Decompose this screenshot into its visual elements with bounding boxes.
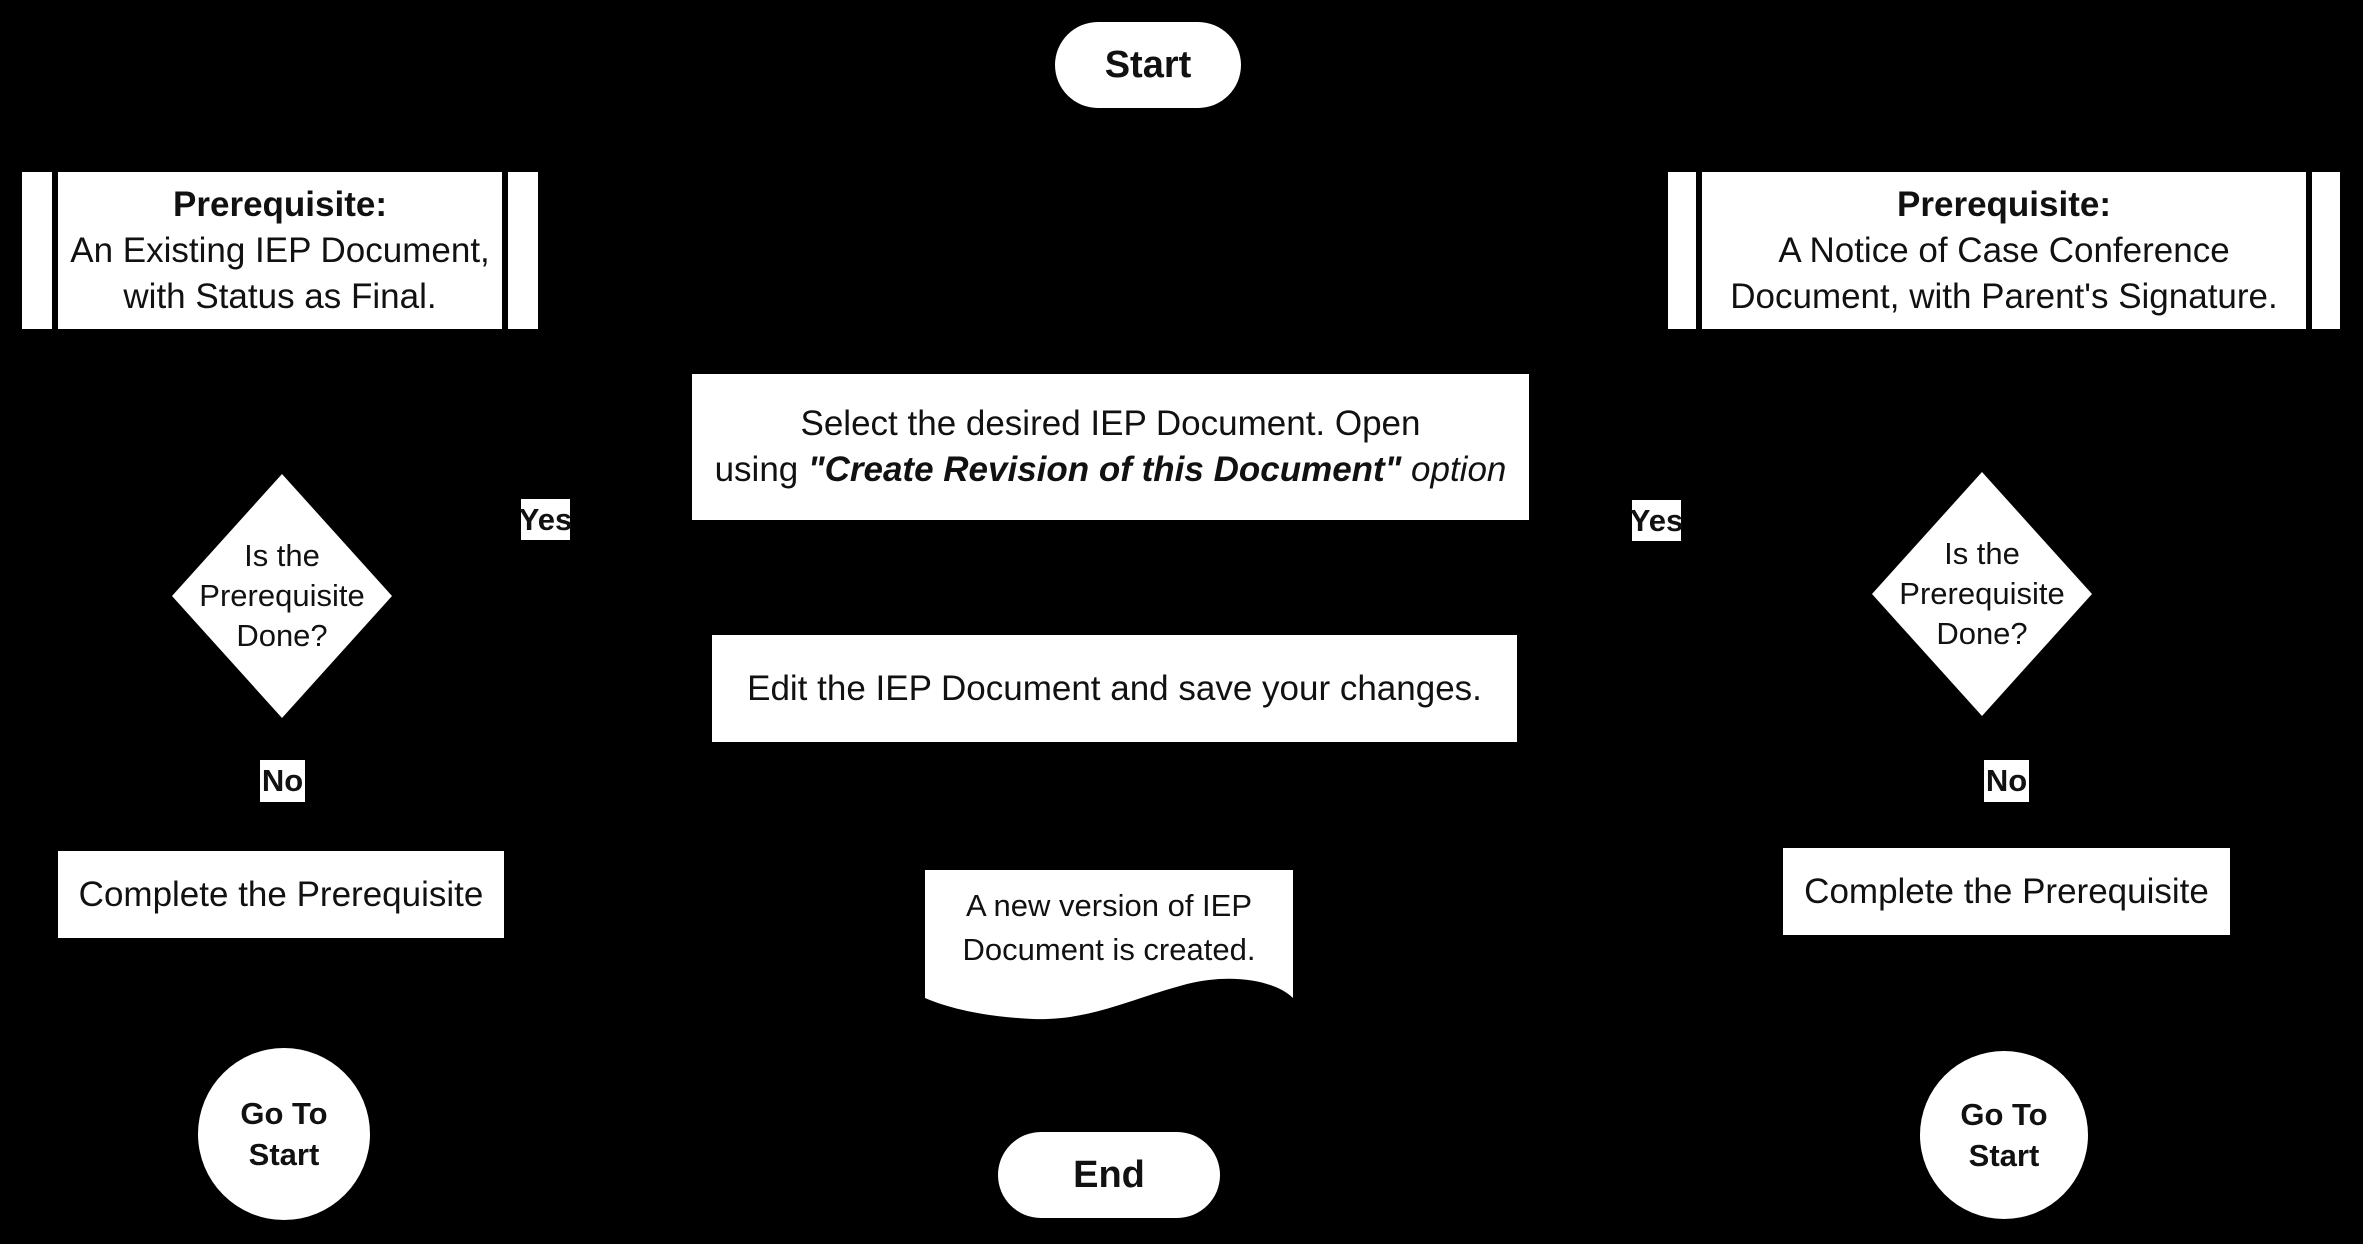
prerequisite-left-line1: An Existing IEP Document, <box>70 230 490 270</box>
goto-start-left-node: Go To Start <box>198 1048 370 1220</box>
yes-label-left: Yes <box>519 499 572 540</box>
document-shape-outline <box>925 870 1293 1020</box>
decision-right-line3: Done? <box>1936 616 2028 651</box>
prerequisite-right-line2: Document, with Parent's Signature. <box>1730 276 2278 316</box>
edit-document-step-node: Edit the IEP Document and save your chan… <box>712 635 1517 742</box>
predefined-process-bar-left <box>1696 172 1702 329</box>
goto-start-left-line1: Go To <box>240 1096 328 1131</box>
complete-prerequisite-right-node: Complete the Prerequisite <box>1783 848 2230 935</box>
complete-prerequisite-left-node: Complete the Prerequisite <box>58 851 504 938</box>
goto-start-left-line2: Start <box>248 1137 320 1172</box>
prerequisite-right-line1: A Notice of Case Conference <box>1778 230 2230 270</box>
predefined-process-bar-right <box>502 172 508 329</box>
no-label-left: No <box>260 760 305 802</box>
complete-prerequisite-left-label: Complete the Prerequisite <box>78 874 484 914</box>
document-created-line1: A new version of IEP <box>965 888 1253 923</box>
predefined-process-bar-left <box>52 172 58 329</box>
start-label: Start <box>1104 43 1192 86</box>
select-step-line2-suffix: option <box>1401 450 1507 489</box>
select-step-line2-prefix: using <box>714 450 808 489</box>
prerequisite-left-node: Prerequisite: An Existing IEP Document, … <box>22 172 538 329</box>
prerequisite-right-node: Prerequisite: A Notice of Case Conferenc… <box>1668 172 2340 329</box>
document-created-line2: Document is created. <box>962 932 1256 967</box>
decision-left-line2: Prerequisite <box>199 578 365 613</box>
prerequisite-left-line2: with Status as Final. <box>123 276 437 316</box>
decision-left-node: Is the Prerequisite Done? <box>172 474 392 718</box>
prerequisite-left-title: Prerequisite: <box>173 184 387 224</box>
complete-prerequisite-right-label: Complete the Prerequisite <box>1804 871 2209 911</box>
end-terminator-node: End <box>998 1132 1220 1218</box>
goto-start-right-line2: Start <box>1968 1138 2040 1173</box>
document-created-text: A new version of IEP Document is created… <box>925 884 1293 972</box>
select-document-step-node: Select the desired IEP Document. Open us… <box>692 374 1529 520</box>
decision-left-line3: Done? <box>236 618 328 653</box>
select-step-line1: Select the desired IEP Document. Open <box>800 404 1421 443</box>
predefined-process-bar-right <box>2306 172 2312 329</box>
decision-left-line1: Is the <box>244 538 320 573</box>
end-label: End <box>1073 1153 1145 1196</box>
decision-right-line1: Is the <box>1944 536 2020 571</box>
prerequisite-right-title: Prerequisite: <box>1897 184 2111 224</box>
edit-step-label: Edit the IEP Document and save your chan… <box>747 668 1482 708</box>
select-step-line2: using "Create Revision of this Document"… <box>715 447 1507 493</box>
select-step-line2-emphasis: "Create Revision of this Document" <box>808 450 1402 489</box>
no-label-right: No <box>1984 760 2029 802</box>
goto-start-right-node: Go To Start <box>1920 1051 2088 1219</box>
yes-label-right: Yes <box>1630 500 1683 541</box>
start-terminator-node: Start <box>1055 22 1241 108</box>
goto-start-right-line1: Go To <box>1960 1097 2048 1132</box>
document-created-node: A new version of IEP Document is created… <box>925 870 1293 1030</box>
decision-right-node: Is the Prerequisite Done? <box>1872 472 2092 716</box>
decision-right-line2: Prerequisite <box>1899 576 2065 611</box>
